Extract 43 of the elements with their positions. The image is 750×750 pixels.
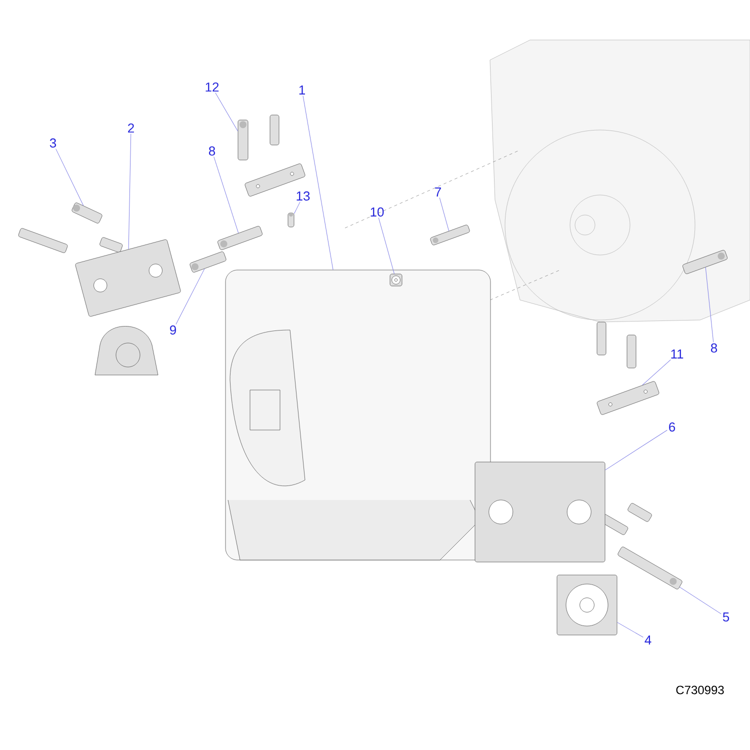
bolt-drawing [218,226,262,250]
leader-line [642,359,671,386]
plate-drawing [596,381,660,415]
leader-line [294,202,300,214]
figure-number: C730993 [676,686,724,694]
callout-number: 7 [435,188,441,196]
callout-number: 11 [671,350,684,358]
nut-drawing [390,274,402,286]
bolt-drawing [682,250,728,274]
leader-line [214,156,239,234]
callout-number: 13 [296,191,310,201]
callout-number: 4 [644,636,652,644]
leader-line [604,430,668,470]
leader-line [705,267,714,342]
leader-line [215,92,238,132]
engine-mount-drawing [556,574,618,636]
leader-line [616,622,644,638]
leader-line [302,95,334,270]
callout-number: 9 [170,325,176,335]
callout-number: 8 [710,343,718,353]
bolt-drawing [190,252,226,272]
leader-line [56,148,84,206]
callout-number: 3 [50,138,56,148]
bolt-drawing [238,120,248,160]
bracket-drawing [474,462,606,562]
leader-line [679,586,722,614]
leader-line [439,197,450,232]
screw-drawing [288,212,294,228]
bracket-drawing [75,239,181,317]
bolt-drawing [618,546,682,590]
callout-number: 6 [669,422,676,432]
callout-number: 1 [299,86,305,94]
leader-line [176,268,205,324]
callout-number: 8 [208,146,216,156]
dowel-pin-drawing [430,224,470,246]
leader-line [128,134,132,250]
bolt-drawing [72,202,102,224]
transmission-drawing [225,270,491,560]
leader-line [378,218,395,274]
callout-number: 12 [206,82,219,92]
callout-number: 5 [722,612,730,622]
callout-number: 2 [128,123,134,133]
callout-number: 10 [370,207,384,217]
